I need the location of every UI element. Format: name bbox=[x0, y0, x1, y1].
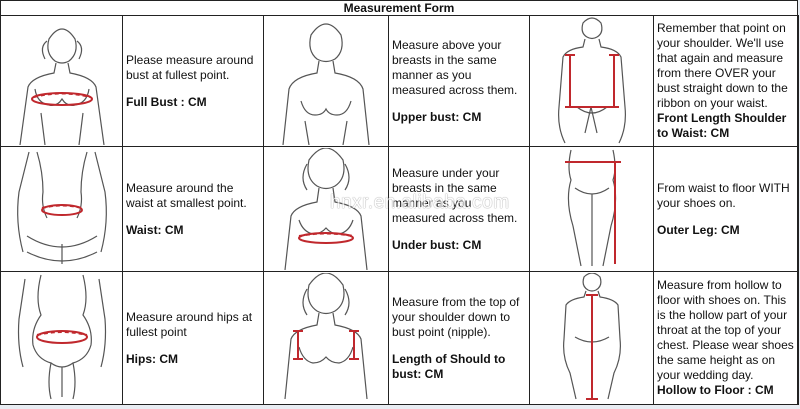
upper-bust-description: Measure above your breasts in the same m… bbox=[392, 37, 518, 97]
waist-cell: Measure around the waist at smallest poi… bbox=[122, 146, 264, 272]
bottom-band bbox=[0, 405, 800, 409]
under-bust-label: Under bust: CM bbox=[392, 237, 482, 252]
watermark: hnxr.en.alibaba.com bbox=[330, 192, 510, 213]
shoulder-to-bust-figure bbox=[263, 271, 389, 405]
full-bust-cell: Please measure around bust at fullest po… bbox=[122, 15, 264, 147]
under-bust-cell: Measure under your breasts in the same m… bbox=[388, 146, 530, 272]
outer-leg-figure bbox=[529, 146, 654, 272]
upper-bust-figure bbox=[263, 15, 389, 147]
under-bust-description: Measure under your breasts in the same m… bbox=[392, 165, 518, 225]
outer-leg-description: From waist to floor WITH your shoes on. bbox=[657, 180, 790, 210]
form-title: Measurement Form bbox=[1, 1, 797, 16]
front-length-figure bbox=[529, 15, 654, 147]
measurement-table: Please measure around bust at fullest po… bbox=[0, 15, 799, 405]
shoulder-to-bust-cell: Measure from the top of your shoulder do… bbox=[388, 271, 530, 405]
full-bust-label: Full Bust : CM bbox=[126, 94, 207, 109]
outer-leg-cell: From waist to floor WITH your shoes on. … bbox=[653, 146, 799, 272]
waist-description: Measure around the waist at smallest poi… bbox=[126, 180, 247, 210]
front-length-description: Remember that point on your shoulder. We… bbox=[657, 21, 788, 110]
hollow-to-floor-cell: Measure from hollow to floor with shoes … bbox=[653, 271, 799, 405]
waist-label: Waist: CM bbox=[126, 222, 184, 237]
upper-bust-cell: Measure above your breasts in the same m… bbox=[388, 15, 530, 147]
under-bust-figure bbox=[263, 146, 389, 272]
hips-label: Hips: CM bbox=[126, 351, 178, 366]
hips-cell: Measure around hips at fullest point Hip… bbox=[122, 271, 264, 405]
upper-bust-label: Upper bust: CM bbox=[392, 109, 482, 124]
shoulder-to-bust-description: Measure from the top of your shoulder do… bbox=[392, 294, 520, 339]
front-length-cell: Remember that point on your shoulder. We… bbox=[653, 15, 799, 147]
front-length-label: Front Length Shoulder to Waist: CM bbox=[657, 111, 787, 140]
hollow-to-floor-description: Measure from hollow to floor with shoes … bbox=[657, 278, 794, 382]
hips-figure bbox=[0, 271, 123, 405]
waist-figure bbox=[0, 146, 123, 272]
hollow-to-floor-figure bbox=[529, 271, 654, 405]
hips-description: Measure around hips at fullest point bbox=[126, 309, 253, 339]
shoulder-to-bust-label: Length of Should to bust: CM bbox=[392, 351, 506, 381]
full-bust-description: Please measure around bust at fullest po… bbox=[126, 52, 254, 82]
outer-leg-label: Outer Leg: CM bbox=[657, 222, 740, 237]
hollow-to-floor-label: Hollow to Floor : CM bbox=[657, 383, 774, 397]
full-bust-figure bbox=[0, 15, 123, 147]
